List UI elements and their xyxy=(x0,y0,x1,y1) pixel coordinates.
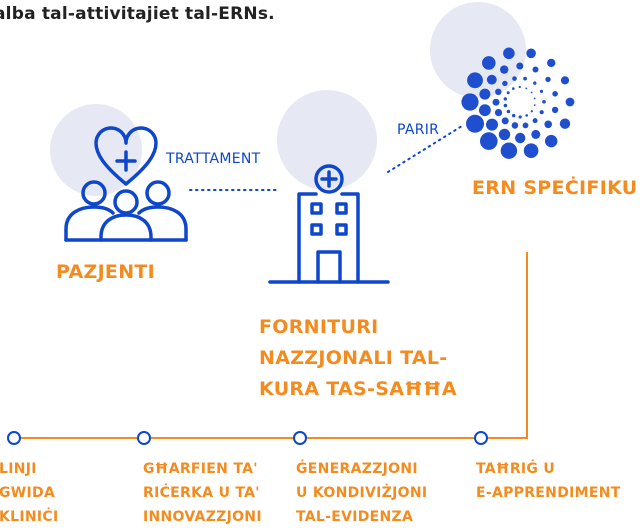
timeline-connector xyxy=(14,252,528,439)
ern-logo-dot xyxy=(512,87,515,90)
ern-logo-dot xyxy=(544,120,552,129)
bubble-ern xyxy=(430,2,526,98)
ern-logo-dot xyxy=(467,72,483,89)
timeline-nodes xyxy=(7,431,488,445)
ern-logo-dot xyxy=(503,97,507,101)
ern-logo-dot xyxy=(539,89,544,93)
ern-logo-dot xyxy=(551,106,559,114)
ern-logo-dot xyxy=(531,129,541,139)
ern-logo-dot xyxy=(532,66,539,73)
timeline-node-4 xyxy=(474,431,488,445)
ern-logo-dot xyxy=(486,118,498,131)
label-patients: PAZJENTI xyxy=(56,261,156,283)
activity-line: LINJI xyxy=(0,461,37,477)
ern-logo-dot xyxy=(565,97,575,107)
ern-logo-dot xyxy=(479,104,491,117)
timeline-node-2 xyxy=(137,431,151,445)
activity-line: TAĦRIĠ U xyxy=(476,461,556,477)
ern-logo-dot xyxy=(533,97,536,100)
ern-logo-dot xyxy=(498,128,511,141)
bubble-providers xyxy=(277,90,377,190)
activity-training: TAĦRIĠ U E-APPRENDIMENT xyxy=(476,457,621,505)
ern-logo-dot xyxy=(495,88,502,96)
ern-logo-dot xyxy=(539,110,544,115)
ern-logo-dot xyxy=(518,85,521,89)
ern-logo-dot xyxy=(500,142,518,159)
ern-logo-dot xyxy=(523,143,539,158)
ern-logo-dot xyxy=(542,100,546,104)
ern-logo-dot xyxy=(502,80,508,87)
ern-logo-dot xyxy=(530,91,533,94)
ern-logo-dot xyxy=(515,132,526,144)
activity-line: U KONDIVIŻJONI xyxy=(296,485,428,501)
ern-logo-dot xyxy=(526,48,536,59)
figure-title: alba tal-attivitajiet tal-ERNs. xyxy=(0,4,275,24)
ern-logo-dot xyxy=(466,114,484,133)
ern-logo-dot xyxy=(479,88,491,100)
label-treatment: TRATTAMENT xyxy=(166,151,261,167)
label-providers-line: FORNITURI xyxy=(259,316,379,338)
ern-logo-dot xyxy=(525,114,528,117)
activity-line: GĦARFIEN TA' xyxy=(143,461,258,477)
ern-logo-dot xyxy=(486,74,497,85)
ern-logo-dot xyxy=(532,118,538,124)
activity-guidelines: LINJI GWIDA KLINIĊI xyxy=(0,457,59,529)
ern-logo-dot xyxy=(516,62,524,70)
ern-logo-dot xyxy=(547,58,556,68)
activity-line: KLINIĊI xyxy=(0,509,59,525)
activity-research: GĦARFIEN TA' RIĊERKA U TA' INNOVAZZJONI xyxy=(143,457,262,529)
ern-logo-dot xyxy=(506,91,510,95)
label-providers: FORNITURI NAZZJONALI TAL- KURA TAS-SAĦĦA xyxy=(259,312,457,405)
activity-line: TAL-EVIDENZA xyxy=(296,509,414,525)
ern-logo-dot xyxy=(530,110,533,113)
ern-logo-dot xyxy=(461,93,479,111)
activity-line: RIĊERKA U TA' xyxy=(143,485,260,501)
ern-logo-icon xyxy=(461,47,575,159)
ern-logo-dot xyxy=(494,109,503,117)
ern-logo-dot xyxy=(545,134,558,148)
ern-logo-dot xyxy=(503,47,515,60)
ern-logo-dot xyxy=(512,113,516,118)
activity-line: E-APPRENDIMENT xyxy=(476,485,621,501)
label-advice: PARIR xyxy=(397,122,440,138)
ern-logo-dot xyxy=(533,104,536,106)
label-providers-line: NAZZJONALI TAL- xyxy=(259,347,448,369)
ern-logo-dot xyxy=(518,115,522,119)
ern-logo-dot xyxy=(482,56,496,70)
ern-logo-dot xyxy=(506,109,511,114)
ern-logo-dot xyxy=(523,76,527,81)
ern-logo-dot xyxy=(559,118,571,129)
ern-logo-dot xyxy=(492,98,500,106)
activity-line: GWIDA xyxy=(0,485,56,501)
hospital-icon xyxy=(268,164,390,284)
patients-icon xyxy=(64,126,188,242)
timeline-node-1 xyxy=(7,431,21,445)
ern-logo-dot xyxy=(500,65,509,74)
activity-evidence: ĠENERAZZJONI U KONDIVIŻJONI TAL-EVIDENZA xyxy=(296,457,427,529)
label-providers-line: KURA TAS-SAĦĦA xyxy=(259,378,457,400)
label-ern: ERN SPEĊIFIKU xyxy=(472,177,638,199)
activity-line: ĠENERAZZJONI xyxy=(296,461,418,477)
timeline-node-3 xyxy=(293,431,307,445)
ern-logo-dot xyxy=(533,81,537,85)
connector-advice xyxy=(387,125,463,173)
ern-logo-dot xyxy=(552,91,558,97)
activity-line: INNOVAZZJONI xyxy=(143,509,262,525)
ern-logo-dot xyxy=(511,122,519,129)
ern-logo-dot xyxy=(480,132,498,150)
ern-logo-dot xyxy=(503,103,508,108)
ern-logo-dot xyxy=(560,76,570,85)
ern-logo-dot xyxy=(525,87,528,90)
ern-logo-dot xyxy=(501,117,509,125)
ern-logo-dot xyxy=(545,76,551,83)
ern-logo-dot xyxy=(512,76,517,81)
ern-logo-dot xyxy=(522,122,529,129)
